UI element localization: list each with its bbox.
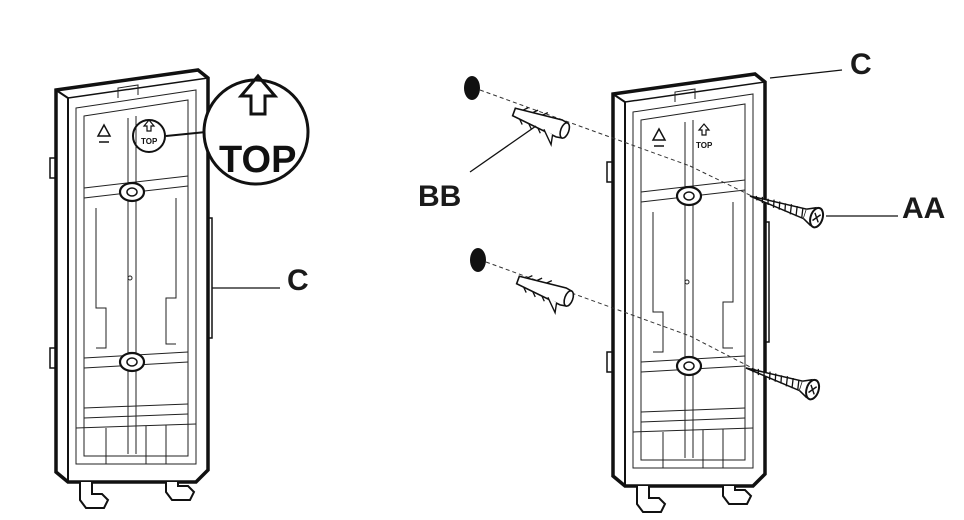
top-marking-callout: TOP — [165, 73, 310, 186]
back-plate-left: TOP — [48, 68, 214, 510]
up-arrow-icon — [697, 123, 711, 136]
drill-hole-icon — [470, 248, 486, 272]
leader-line-bb — [469, 125, 537, 173]
wall-plug-icon — [507, 100, 574, 150]
up-arrow-icon — [237, 73, 279, 116]
up-arrow-icon — [142, 119, 156, 132]
label-c-right: C — [850, 48, 872, 81]
drill-hole-icon — [464, 76, 480, 100]
label-c-left: C — [287, 264, 309, 297]
top-marking-large: TOP — [219, 139, 296, 181]
label-aa: AA — [902, 192, 945, 225]
leader-line-c-right — [769, 69, 843, 79]
top-marking-small: TOP — [696, 141, 713, 150]
label-bb: BB — [418, 180, 461, 213]
recycling-icon — [96, 123, 112, 143]
recycling-icon — [651, 127, 667, 147]
wall-plug-icon — [511, 268, 578, 318]
back-plate-right: TOP — [605, 72, 771, 514]
top-marking-small: TOP — [141, 137, 158, 146]
